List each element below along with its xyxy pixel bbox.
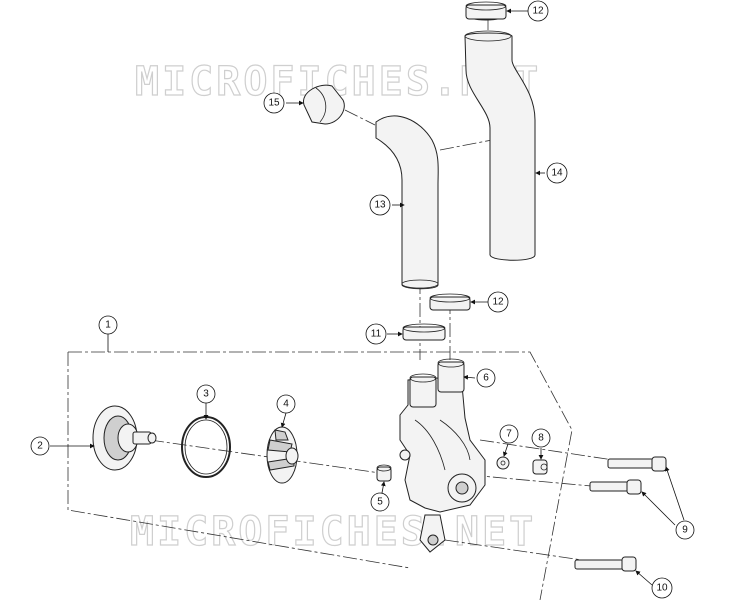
callout-6: 6: [476, 368, 496, 388]
callout-11: 11: [365, 323, 387, 345]
svg-text:6: 6: [483, 373, 489, 384]
callout-14: 14: [546, 162, 568, 184]
svg-text:11: 11: [371, 329, 382, 340]
callout-5: 5: [370, 492, 390, 512]
callout-13: 13: [369, 194, 391, 216]
coolant-hose-left: [375, 115, 439, 290]
svg-text:3: 3: [203, 389, 209, 400]
callout-3: 3: [196, 384, 216, 404]
hose-clamp-lower: [402, 323, 446, 341]
svg-text:4: 4: [283, 399, 289, 410]
svg-text:1: 1: [105, 320, 111, 331]
bushing: [376, 464, 392, 482]
svg-text:15: 15: [268, 98, 280, 109]
coolant-hose-right: [464, 30, 536, 261]
svg-text:7: 7: [506, 429, 512, 440]
spacer: [532, 459, 548, 475]
callout-15: 15: [263, 92, 285, 114]
hose-clamp-left: [303, 84, 345, 125]
callout-1: 1: [98, 315, 118, 335]
callout-12-top: 12: [527, 0, 549, 22]
assembly-boundary: [67, 351, 573, 600]
svg-text:8: 8: [538, 433, 544, 444]
callout-4: 4: [276, 394, 296, 414]
o-ring: [181, 416, 231, 478]
svg-text:2: 2: [37, 441, 43, 452]
callout-2: 2: [30, 436, 50, 456]
callout-9: 9: [675, 520, 695, 540]
callout-leaders: [50, 8, 685, 586]
hose-clamp-middle: [429, 293, 471, 311]
water-pump-housing: [399, 358, 486, 553]
svg-text:5: 5: [377, 497, 383, 508]
svg-text:10: 10: [656, 583, 668, 594]
washer: [496, 456, 510, 470]
svg-text:9: 9: [682, 525, 688, 536]
bolt-middle: [589, 479, 642, 495]
callout-8: 8: [531, 428, 551, 448]
hose-clamp-top: [465, 1, 507, 21]
callout-12-middle: 12: [487, 291, 509, 313]
svg-text:14: 14: [551, 168, 563, 179]
drive-pulley-assembly: [92, 405, 157, 471]
svg-text:12: 12: [492, 297, 504, 308]
callout-10: 10: [651, 577, 673, 599]
impeller: [266, 426, 299, 484]
watermark-bottom: MICROFICHES.NET: [130, 509, 536, 555]
callout-7: 7: [499, 424, 519, 444]
bolt-upper: [607, 456, 667, 472]
svg-text:12: 12: [532, 6, 544, 17]
svg-text:13: 13: [374, 200, 386, 211]
bolt-lower: [574, 556, 637, 572]
